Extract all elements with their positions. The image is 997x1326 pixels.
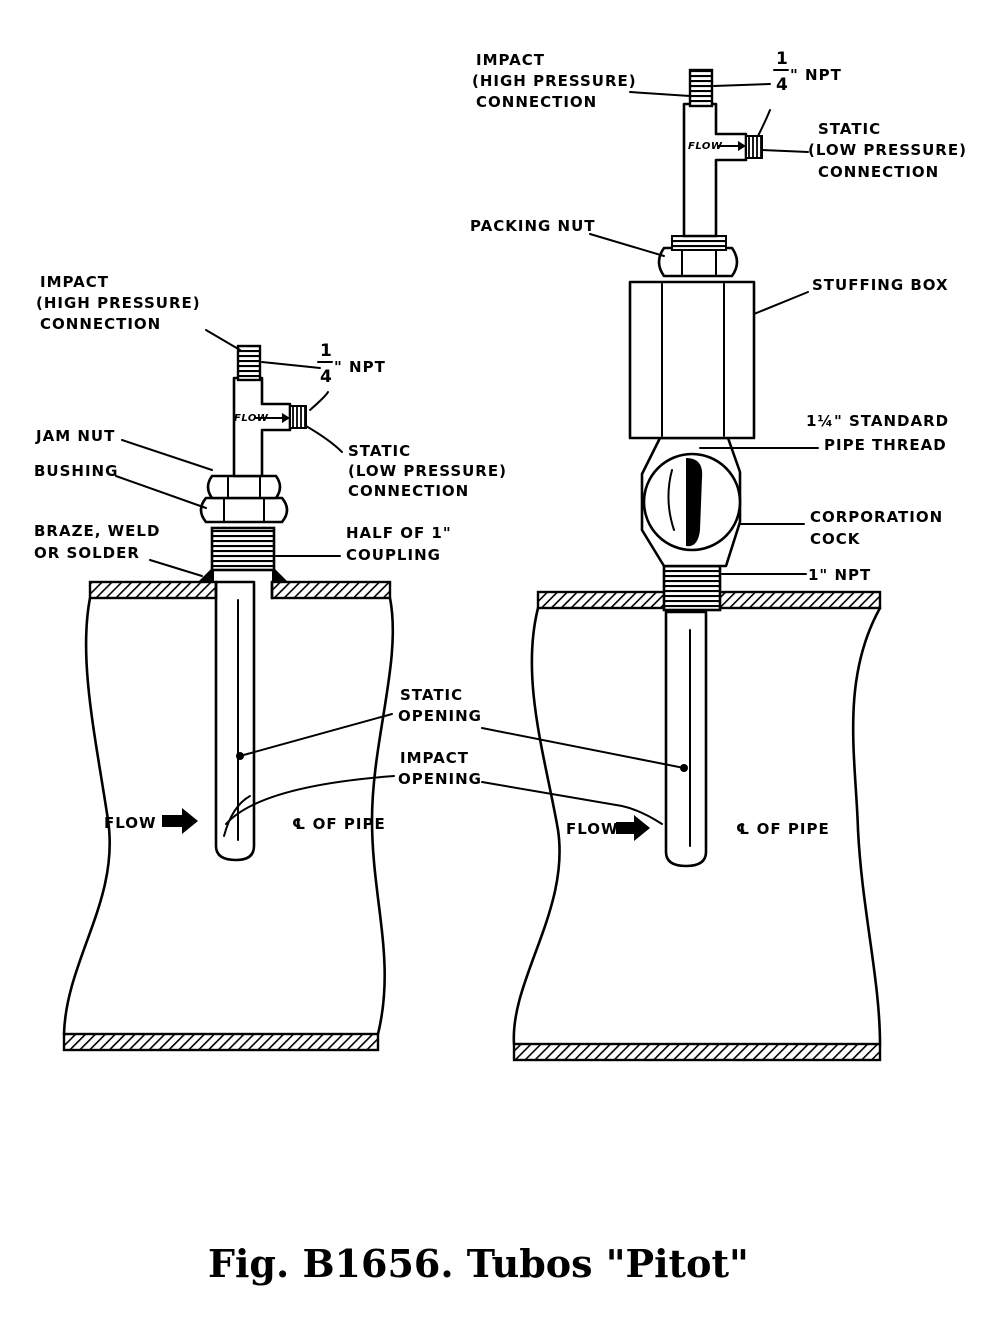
right-std-thread-label-1: 1¼" STANDARD [806, 412, 949, 430]
right-npt1-label: 1" NPT [808, 566, 871, 584]
left-impact-label-1: IMPACT [40, 273, 109, 291]
left-npt-label: " NPT [334, 358, 386, 376]
left-centerline-label: ℄ OF PIPE [292, 815, 386, 833]
right-impact-label-3: CONNECTION [476, 93, 597, 111]
left-static-opening-dot [236, 752, 244, 760]
right-centerline-label: ℄ OF PIPE [736, 820, 830, 838]
right-npt-label: " NPT [790, 66, 842, 84]
right-pipe [512, 590, 882, 1062]
right-static-label-2: (LOW PRESSURE) [808, 141, 967, 159]
left-leader-lines [115, 329, 395, 825]
left-braze-label-1: BRAZE, WELD [34, 522, 160, 540]
right-static-opening-dot [680, 764, 688, 772]
left-impact-opening-label-1: IMPACT [400, 749, 469, 767]
left-coupling-label-2: COUPLING [346, 546, 441, 564]
left-npt-numerator: 1 [320, 341, 332, 361]
right-npt-numerator: 1 [776, 49, 788, 69]
left-braze-label-2: OR SOLDER [34, 544, 140, 562]
right-packing-nut [657, 235, 739, 278]
right-stuffing-box-label: STUFFING BOX [812, 276, 949, 294]
left-static-label-3: CONNECTION [348, 482, 469, 500]
left-probe-tube [214, 580, 274, 862]
right-probe-tube [664, 610, 708, 868]
right-flow-small-label: FLOW [688, 141, 723, 152]
right-std-thread-label-2: PIPE THREAD [824, 436, 947, 454]
left-jam-nut-label: JAM NUT [35, 427, 115, 445]
right-corp-cock-label-1: CORPORATION [810, 508, 943, 526]
right-flow-arrow [616, 815, 650, 841]
right-impact-label-2: (HIGH PRESSURE) [472, 72, 637, 90]
right-leader-lines [481, 83, 819, 825]
right-static-label-1: STATIC [818, 120, 881, 138]
left-bushing [199, 496, 289, 524]
left-coupling-label-1: HALF OF 1" [346, 524, 452, 542]
left-pipe [62, 580, 395, 1052]
left-static-opening-label-1: STATIC [400, 686, 463, 704]
left-static-label-1: STATIC [348, 442, 411, 460]
right-static-label-3: CONNECTION [818, 163, 939, 181]
left-static-opening-label-2: OPENING [398, 707, 482, 725]
right-npt-denominator: 4 [776, 75, 788, 95]
right-stuffing-box [628, 280, 756, 440]
left-coupling [198, 526, 288, 582]
left-stem-tee [232, 344, 307, 478]
right-stem-tee [682, 68, 763, 238]
left-pitot-assembly: IMPACT (HIGH PRESSURE) CONNECTION 1 4 " … [34, 273, 507, 1052]
left-impact-opening-label-2: OPENING [398, 770, 482, 788]
left-jam-nut [206, 474, 282, 500]
left-flow-arrow [162, 808, 198, 834]
left-static-label-2: (LOW PRESSURE) [348, 462, 507, 480]
left-bushing-label: BUSHING [34, 462, 118, 480]
left-impact-label-3: CONNECTION [40, 315, 161, 333]
right-corporation-cock [640, 436, 742, 568]
right-packing-nut-label: PACKING NUT [470, 217, 596, 235]
left-npt-denominator: 4 [320, 367, 332, 387]
figure-caption: Fig. B1656. Tubos "Pitot" [208, 1241, 749, 1286]
right-pitot-assembly: IMPACT (HIGH PRESSURE) CONNECTION 1 4 " … [470, 49, 967, 1062]
right-impact-label-1: IMPACT [476, 51, 545, 69]
right-corp-cock-label-2: COCK [810, 530, 861, 548]
left-flow-label: FLOW [104, 814, 157, 832]
left-flow-small-label: FLOW [234, 413, 269, 424]
right-npt-thread [662, 564, 722, 612]
right-flow-label: FLOW [566, 820, 619, 838]
left-impact-label-2: (HIGH PRESSURE) [36, 294, 201, 312]
